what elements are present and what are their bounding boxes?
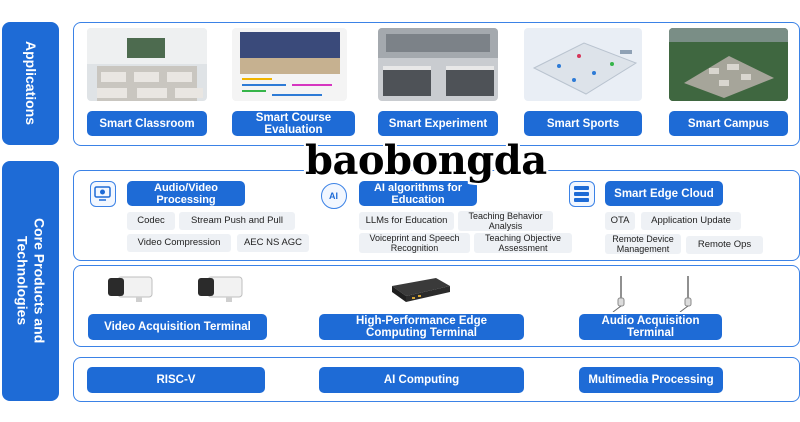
application-update-tag: Application Update bbox=[641, 212, 741, 230]
teaching-behavior-analysis-tag: Teaching Behavior Analysis bbox=[458, 211, 553, 231]
svg-text:AI: AI bbox=[329, 191, 338, 201]
teaching-objective-assessment-tag: Teaching Objective Assessment bbox=[474, 233, 572, 253]
edge-computer-image bbox=[388, 274, 452, 309]
smart-edge-cloud-button[interactable]: Smart Edge Cloud bbox=[605, 181, 723, 206]
multimedia-processing-button[interactable]: Multimedia Processing bbox=[579, 367, 723, 393]
microphone-image-2 bbox=[676, 276, 700, 317]
camera-image-2 bbox=[196, 275, 244, 308]
video-processing-icon bbox=[90, 181, 116, 207]
remote-device-management-tag: Remote Device Management bbox=[605, 234, 681, 254]
applications-label: Applications bbox=[23, 41, 39, 126]
applications-side-label: Applications bbox=[2, 22, 59, 145]
server-icon bbox=[569, 181, 595, 207]
llms-education-tag: LLMs for Education bbox=[359, 212, 454, 230]
smart-sports-button[interactable]: Smart Sports bbox=[524, 111, 642, 136]
video-compression-tag: Video Compression bbox=[127, 234, 231, 252]
smart-course-evaluation-button[interactable]: Smart Course Evaluation bbox=[232, 111, 355, 136]
ai-computing-button[interactable]: AI Computing bbox=[319, 367, 524, 393]
classroom-image bbox=[87, 28, 207, 101]
camera-image-1 bbox=[106, 275, 154, 308]
smart-experiment-button[interactable]: Smart Experiment bbox=[378, 111, 498, 136]
video-acquisition-terminal-button[interactable]: Video Acquisition Terminal bbox=[88, 314, 267, 340]
audio-video-processing-button[interactable]: Audio/Video Processing bbox=[127, 181, 245, 206]
risc-v-button[interactable]: RISC-V bbox=[87, 367, 265, 393]
codec-tag: Codec bbox=[127, 212, 175, 230]
core-products-label: Core Products and Technologies bbox=[14, 218, 48, 344]
laboratory-image bbox=[378, 28, 498, 101]
voiceprint-speech-recognition-tag: Voiceprint and Speech Recognition bbox=[359, 233, 470, 253]
remote-ops-tag: Remote Ops bbox=[686, 236, 763, 254]
microphone-image-1 bbox=[609, 276, 633, 317]
ota-tag: OTA bbox=[605, 212, 635, 230]
aec-ns-agc-tag: AEC NS AGC bbox=[237, 234, 309, 252]
ai-chip-icon: AI bbox=[321, 183, 347, 209]
ai-algorithms-button[interactable]: AI algorithms for Education bbox=[359, 181, 477, 206]
sports-venue-image bbox=[524, 28, 642, 101]
watermark-text: baobongda bbox=[305, 137, 547, 184]
stream-push-pull-tag: Stream Push and Pull bbox=[179, 212, 295, 230]
smart-classroom-button[interactable]: Smart Classroom bbox=[87, 111, 207, 136]
course-evaluation-image bbox=[232, 28, 347, 101]
campus-aerial-image bbox=[669, 28, 788, 101]
edge-computing-terminal-button[interactable]: High-Performance Edge Computing Terminal bbox=[319, 314, 524, 340]
core-side-label: Core Products and Technologies bbox=[2, 161, 59, 401]
smart-campus-button[interactable]: Smart Campus bbox=[669, 111, 788, 136]
audio-acquisition-terminal-button[interactable]: Audio Acquisition Terminal bbox=[579, 314, 722, 340]
